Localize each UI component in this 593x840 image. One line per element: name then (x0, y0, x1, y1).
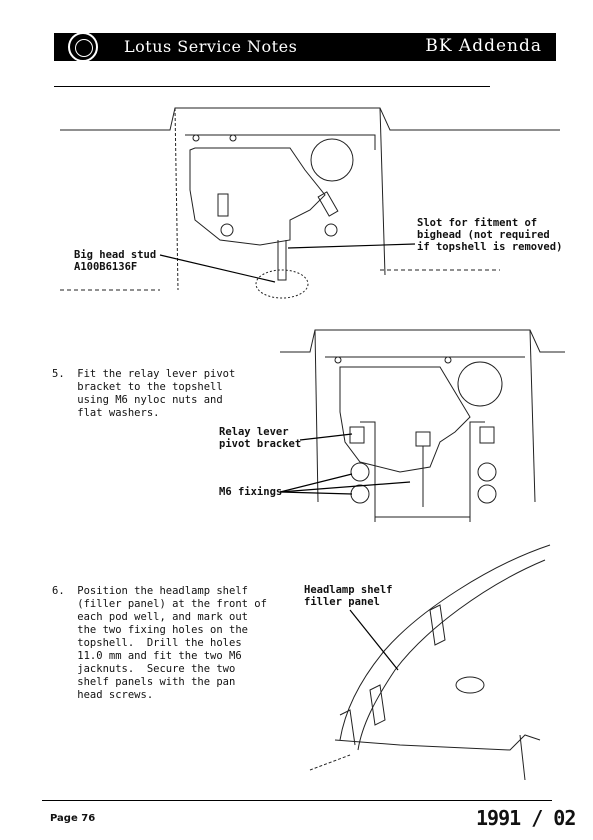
header-divider (54, 86, 490, 87)
issue-number: 1991 / 02 (476, 806, 576, 830)
header-section: BK Addenda (425, 36, 542, 56)
header-bar: Lotus Service Notes BK Addenda (54, 32, 556, 62)
footer-divider (42, 800, 552, 801)
label-m6-fixings: M6 fixings (219, 486, 283, 498)
lotus-logo-icon (68, 32, 98, 62)
label-big-head-stud: Big head stud A100B6136F (74, 249, 157, 273)
step-6-text: 6. Position the headlamp shelf (filler p… (52, 585, 267, 701)
label-headlamp-shelf: Headlamp shelf filler panel (304, 584, 393, 608)
page-number: Page 76 (50, 813, 96, 824)
label-relay-lever-bracket: Relay lever pivot bracket (219, 426, 302, 450)
header-title: Lotus Service Notes (124, 37, 298, 56)
label-slot-bighead: Slot for fitment of bighead (not require… (417, 217, 563, 253)
figure-relay-bracket (280, 329, 565, 522)
step-5-text: 5. Fit the relay lever pivot bracket to … (52, 368, 236, 419)
figure-headlamp-shelf (309, 544, 551, 781)
figure-bighead-stud (60, 107, 560, 299)
